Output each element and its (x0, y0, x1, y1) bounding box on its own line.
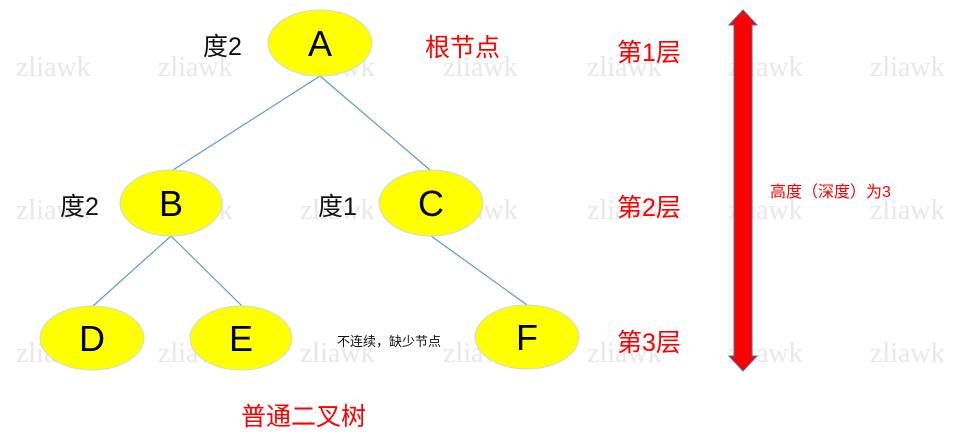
node-a: A (267, 9, 373, 77)
node-b-label: B (159, 183, 183, 224)
diagram-title: 普通二叉树 (241, 403, 367, 431)
degree-label-a: 度2 (203, 33, 242, 61)
node-f: F (474, 304, 580, 370)
node-b: B (119, 169, 223, 237)
edges (92, 75, 528, 307)
level-3-label: 第3层 (617, 329, 681, 357)
node-a-label: A (308, 23, 332, 64)
root-node-label: 根节点 (425, 34, 501, 62)
edge-c-f (430, 235, 528, 306)
height-double-arrow-icon (727, 9, 759, 372)
node-e-label: E (229, 318, 253, 359)
node-f-label: F (516, 317, 538, 358)
node-c: C (378, 169, 484, 237)
edge-a-b (172, 75, 321, 171)
edge-a-c (319, 75, 431, 171)
edge-b-d (92, 235, 172, 307)
node-d: D (39, 305, 145, 371)
gap-note: 不连续，缺少节点 (337, 334, 442, 349)
node-e: E (189, 305, 293, 371)
degree-label-c: 度1 (318, 193, 357, 221)
node-c-label: C (418, 183, 444, 224)
node-d-label: D (79, 318, 105, 359)
height-label: 高度（深度）为3 (770, 184, 891, 201)
degree-label-b: 度2 (60, 193, 99, 221)
edge-b-e (170, 235, 243, 307)
level-1-label: 第1层 (617, 39, 681, 67)
level-2-label: 第2层 (617, 194, 681, 222)
